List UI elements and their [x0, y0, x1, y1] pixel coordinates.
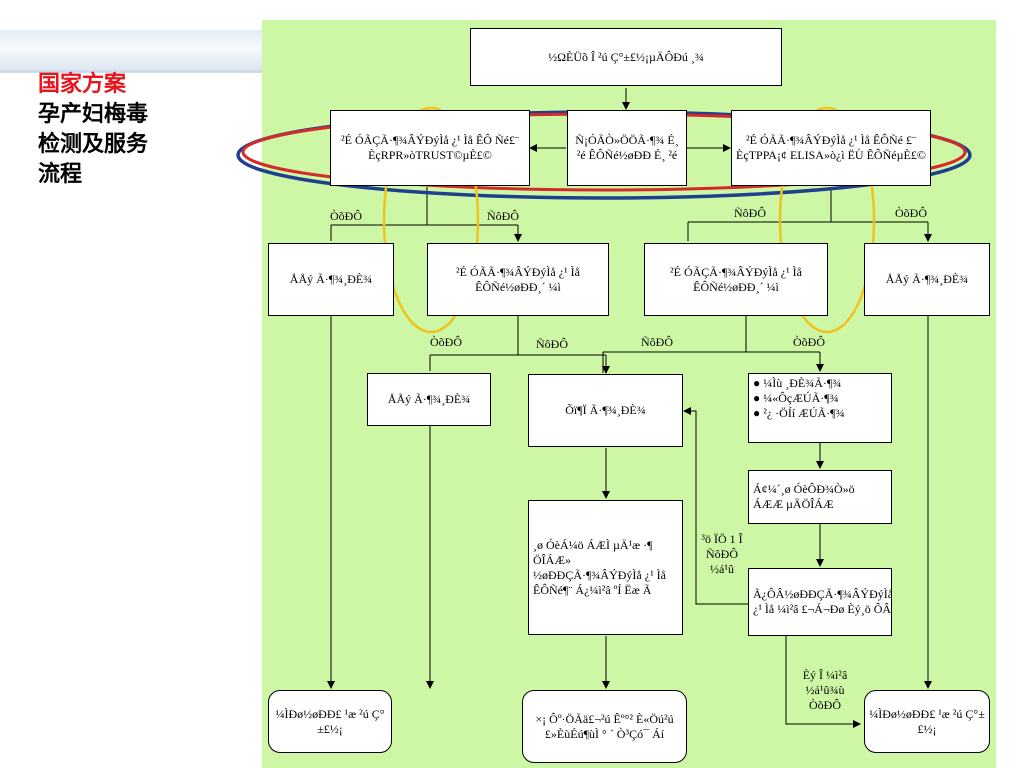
- node-exclude-infection-mid: ÅÅý Ã·¶¾¸ÐÈ¾: [367, 373, 491, 426]
- title-red-line: 国家方案: [38, 72, 127, 97]
- stage-item: ● ¼Ìù ¸ÐÈ¾Ã·¶¾: [753, 376, 842, 390]
- label-negative: ÒõÐÔ: [330, 209, 362, 223]
- node-stage-list: ● ¼Ìù ¸ÐÈ¾Ã·¶¾ ● ¼«ÔçÆÚÃ·¶¾ ● ²¿ ·ÖÍí ÆÚ…: [748, 373, 892, 443]
- node-immediate-treatment: Á¢¼´¸ø ÓèÔÐ¾Ò»ö ÁÆÆ µÄÖÎÁÆ: [748, 470, 892, 524]
- stage-item: ● ²¿ ·ÖÍí ÆÚÃ·¶¾: [753, 406, 845, 420]
- label-negative: ÒõÐÔ: [793, 335, 825, 349]
- left-treponemal-ellipse: [382, 106, 480, 334]
- stage-item: ● ¼«ÔçÆÚÃ·¶¾: [753, 391, 839, 405]
- title-line-1: 孕产妇梅毒: [38, 102, 149, 127]
- label-titer-rise: ³ö ÏÖ 1 Î ÑôÐÔ ½á¹û: [701, 532, 743, 576]
- label-positive: ÑôÐÔ: [487, 209, 519, 223]
- node-standard-treatment-followup: ¸ø ÓèÁ¼ö ÁÆÌ µÄ¹æ ·¶ ÖÎÁÆ» ½øÐÐÇÃ·¶¾ÂÝÐý…: [528, 500, 683, 635]
- node-confirm-nontreponemal: ²É ÓÃÇÃ·¶¾ÂÝÐýÌå ¿¹ Ìå ÊÔÑé½øÐÐ¸´ ¼ì: [644, 243, 828, 316]
- label-positive: ÑôÐÔ: [641, 335, 673, 349]
- node-exclude-infection-right: ÅÅý Ã·¶¾¸ÐÈ¾: [864, 243, 990, 316]
- title-band: [0, 30, 262, 70]
- title-line-3: 流程: [38, 162, 83, 187]
- label-positive: ÑôÐÔ: [536, 337, 568, 351]
- label-positive: ÑôÐÔ: [734, 206, 766, 220]
- label-negative: ÒõÐÔ: [430, 335, 462, 349]
- node-screen-choose-test: Ñ¡ÓÃÒ»ÖÖÃ·¶¾ É¸ ²é ÊÔÑé½øÐÐ É¸ ²é: [567, 110, 687, 186]
- label-three-tests-negative: Èý Î ¼ì²â ½á¹û¾ù ÒõÐÔ: [802, 668, 848, 712]
- node-diagnose-infection: Õï¶Ï Ã·¶¾¸ÐÈ¾: [528, 374, 683, 447]
- right-treponemal-ellipse: [778, 106, 876, 334]
- node-confirm-treponemal: ²É ÓÃÃ·¶¾ÂÝÐýÌå ¿¹ Ìå ÊÔÑé½øÐÐ¸´ ¼ì: [427, 243, 609, 316]
- node-screen-treponemal: ²É ÓÃÃ·¶¾ÂÝÐýÌå ¿¹ Ìå ÊÔÑé £¨ ÈçTPPA¡¢ E…: [731, 110, 931, 186]
- node-routine-care-right: ¼ÌÐø½øÐÐ£ ¹æ ²ú Ç°±£½¡: [864, 690, 990, 753]
- title-line-2: 检测及服务: [38, 132, 149, 157]
- node-pregnant-women: ½ΩÈÜõ Î ²ú Ç°±£½¡µÄÔÐú ¸¾: [470, 28, 782, 86]
- title-band-underline: [0, 70, 262, 73]
- slide-title: 国家方案 孕产妇梅毒 检测及服务 流程: [38, 70, 148, 190]
- label-negative: ÒõÐÔ: [895, 206, 927, 220]
- node-exclude-infection-left: ÅÅý Ã·¶¾¸ÐÈ¾: [268, 243, 394, 316]
- node-routine-care-left: ¼ÌÐø½øÐÐ£ ¹æ ²ú Ç°±£½¡: [268, 690, 392, 753]
- node-screen-nontreponemal: ²É ÓÃÇÃ·¶¾ÂÝÐýÌå ¿¹ Ìå ÊÔ Ñé£¨ ÈçRPR»òTR…: [330, 110, 530, 186]
- node-monthly-monitoring: Ã¿ÔÂ½øÐÐÇÃ·¶¾ÂÝÐýÌå ¿¹ Ìå ¼ì²â £¬Á¬Ðø Èý…: [748, 568, 892, 636]
- node-delivery-infant: ×¡ Ôº·ÖÃä£¬²ú Êº°² È«Öú²ú £»ÈùÉú¶ùÌ ° ´ …: [522, 690, 687, 763]
